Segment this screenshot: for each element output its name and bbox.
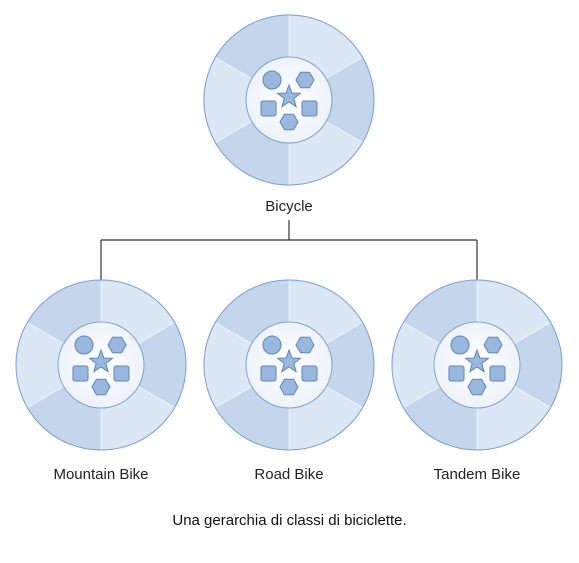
node-label-tandem-bike: Tandem Bike [433,466,521,483]
node-tandem-bike-icon [391,279,563,451]
node-label-bicycle: Bicycle [265,198,313,215]
node-bicycle-icon [203,14,375,186]
connector-lines [100,220,478,281]
node-label-mountain-bike: Mountain Bike [53,466,149,483]
node-label-road-bike: Road Bike [254,466,324,483]
node-road-bike-icon [203,279,375,451]
diagram-caption: Una gerarchia di classi di biciclette. [172,512,407,529]
node-mountain-bike-icon [15,279,187,451]
